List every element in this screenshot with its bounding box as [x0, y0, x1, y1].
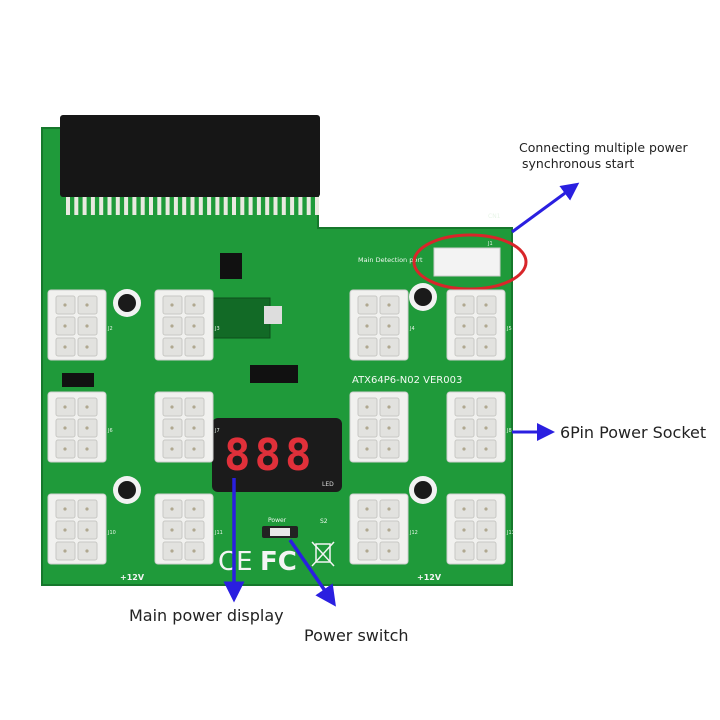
arrow-switch — [288, 539, 336, 607]
pin — [165, 197, 170, 215]
six-pin-socket: J13 — [446, 493, 515, 565]
pin — [107, 197, 112, 215]
pin — [190, 197, 195, 215]
six-pin-socket: J7 — [154, 391, 220, 463]
pin — [281, 197, 286, 215]
socket-ref: J4 — [409, 326, 415, 332]
pin — [124, 197, 129, 215]
mounting-hole-center — [118, 481, 136, 499]
detection-port-label: Main Detection port — [358, 256, 423, 264]
socket-ref: J10 — [107, 530, 116, 536]
pin — [66, 197, 70, 215]
pin — [90, 197, 95, 215]
pin — [82, 197, 87, 215]
pin — [273, 197, 278, 215]
six-pin-socket: J11 — [154, 493, 223, 565]
six-pin-socket: J2 — [47, 289, 113, 361]
socket-ref: J6 — [107, 428, 113, 434]
mounting-hole-center — [118, 294, 136, 312]
pin — [290, 197, 295, 215]
ic-chip — [250, 365, 298, 383]
six-pin-socket: J8 — [446, 391, 512, 463]
six-pin-socket: J3 — [154, 289, 220, 361]
mounting-hole-center — [414, 481, 432, 499]
pin — [215, 197, 220, 215]
annotation-switch: Power switch — [304, 626, 409, 645]
pin — [315, 197, 319, 215]
pin — [248, 197, 253, 215]
voltage-label-right: +12V — [417, 573, 442, 582]
socket-ref: J11 — [214, 530, 223, 536]
power-button-label: Power — [268, 517, 287, 524]
switch-ref: S2 — [320, 518, 328, 525]
arrow-sync-start — [511, 182, 580, 234]
pin — [306, 197, 311, 215]
socket-ref: J13 — [506, 530, 515, 536]
detection-port — [433, 247, 501, 277]
pin — [149, 197, 153, 215]
seven-seg-display — [212, 418, 342, 492]
socket-ref: J7 — [214, 428, 220, 434]
pin — [140, 197, 145, 215]
pin — [182, 197, 187, 215]
socket-ref: J12 — [409, 530, 418, 536]
annotation-line: Connecting multiple power — [519, 140, 688, 155]
pin — [115, 197, 120, 215]
pin — [298, 197, 303, 215]
annotation-socket: 6Pin Power Socket — [560, 423, 707, 442]
voltage-label-left: +12V — [120, 573, 145, 582]
pin — [223, 197, 228, 215]
pin — [132, 197, 137, 215]
pin — [240, 197, 245, 215]
pin — [232, 197, 236, 215]
connector-pins — [66, 197, 319, 215]
annotation-line: synchronous start — [522, 156, 635, 171]
ic-chip — [220, 253, 242, 279]
display-digits: 888 — [224, 430, 315, 481]
pin — [157, 197, 162, 215]
six-pin-socket — [349, 391, 409, 463]
six-pin-socket: J4 — [349, 289, 415, 361]
pin — [198, 197, 203, 215]
annotation-sync-start: Connecting multiple power synchronous st… — [519, 140, 688, 172]
pin — [74, 197, 79, 215]
socket-ref: J5 — [506, 326, 512, 332]
diode — [62, 373, 94, 387]
six-pin-socket: J5 — [446, 289, 512, 361]
pin — [207, 197, 212, 215]
six-pin-socket: J6 — [47, 391, 113, 463]
fcc-mark: FC — [260, 547, 297, 577]
mounting-hole-center — [414, 288, 432, 306]
pin — [265, 197, 270, 215]
highlight-ellipse — [412, 233, 528, 291]
component-area — [211, 297, 271, 339]
six-pin-socket: J12 — [349, 493, 418, 565]
model-label: ATX64P6-N02 VER003 — [352, 375, 462, 386]
annotation-display: Main power display — [129, 606, 284, 625]
mounting-holes — [113, 283, 437, 504]
port-ref: J1 — [487, 241, 493, 247]
socket-ref: J3 — [214, 326, 220, 332]
edge-connector — [60, 115, 320, 197]
connector-ref: CN1 — [488, 213, 501, 220]
six-pin-socket: J10 — [47, 493, 116, 565]
pin — [173, 197, 178, 215]
pin — [256, 197, 261, 215]
socket-ref: J2 — [107, 326, 113, 332]
weee-icon — [311, 541, 335, 567]
switch-s1 — [264, 306, 282, 324]
pin — [99, 197, 104, 215]
power-button-cap — [270, 528, 290, 536]
socket-ref: J8 — [506, 428, 512, 434]
display-label: LED — [322, 481, 334, 488]
